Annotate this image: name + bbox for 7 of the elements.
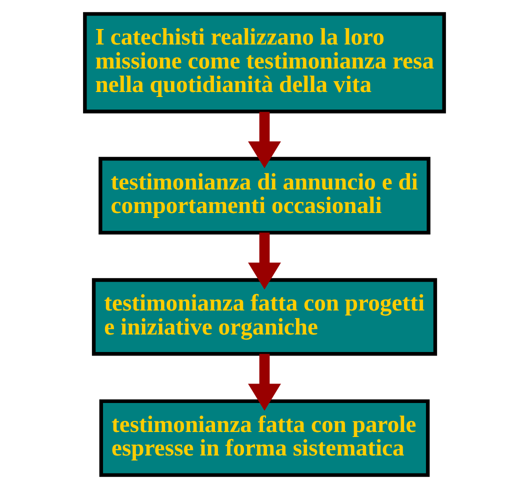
arrow bbox=[248, 354, 281, 411]
arrow bbox=[248, 232, 281, 290]
node-box: testimonianza fatta con progetti e iniziative organiche bbox=[92, 278, 438, 356]
node-box: testimonianza fatta con parole espresse in forma sistematica bbox=[99, 399, 430, 477]
node-box: I catechisti realizzano la loro missione come testimonianza resa nella quotidianità della vita bbox=[83, 12, 446, 114]
node-box: testimonianza di annuncio e di comportamenti occasionali bbox=[98, 156, 430, 235]
arrow bbox=[248, 112, 281, 168]
